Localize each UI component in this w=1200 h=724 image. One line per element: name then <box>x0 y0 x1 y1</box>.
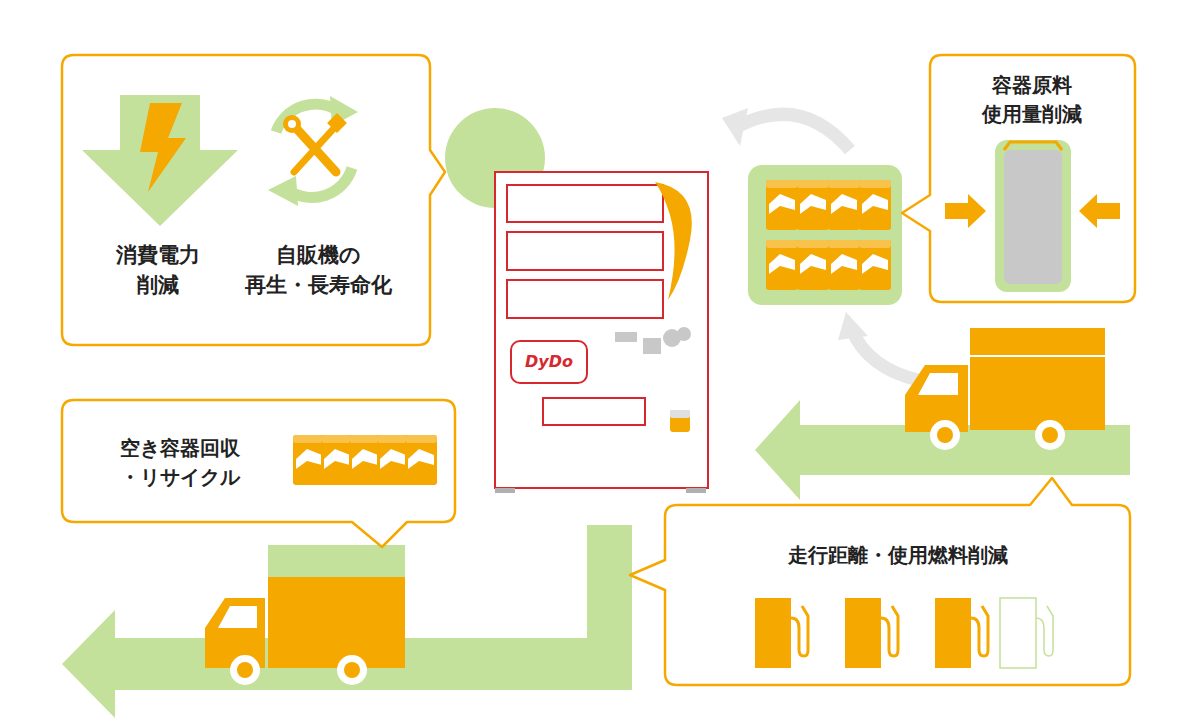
repair-cycle-icon <box>268 176 298 206</box>
vending-machine <box>507 280 663 318</box>
power-down-icon <box>82 95 238 226</box>
container-icon <box>945 194 986 228</box>
logo-text: DyDo <box>525 350 573 373</box>
callout-box: 消費電力 削減自販機の 再生・長寿命化 <box>62 55 430 345</box>
flow-band <box>62 610 115 718</box>
vending-machine <box>495 488 515 493</box>
callout-text: 自販機の 再生・長寿命化 <box>242 240 395 301</box>
collected-cans <box>293 435 437 485</box>
callout-box: 空き容器回収 ・リサイクル <box>62 400 455 522</box>
callout-outline <box>630 478 1130 685</box>
fuel-pumps <box>845 598 898 668</box>
grey-arrowhead <box>722 108 748 146</box>
callout-outline <box>62 55 445 345</box>
can-tray <box>828 240 860 290</box>
collected-cans <box>377 435 409 485</box>
vending-machine <box>495 172 708 488</box>
container-icon <box>995 140 1071 292</box>
vending-machine <box>495 172 708 493</box>
repair-cycle-icon <box>294 126 336 172</box>
can-tray <box>797 180 829 230</box>
collection-truck <box>344 662 360 678</box>
delivery-truck <box>905 365 968 432</box>
repair-cycle-icon <box>283 115 301 133</box>
fuel-pumps <box>1036 606 1053 656</box>
grey-arrow <box>852 330 918 380</box>
delivery-truck <box>1035 420 1065 450</box>
vending-machine <box>655 182 692 300</box>
container-icon <box>1004 142 1062 150</box>
vending-machine <box>615 332 637 342</box>
delivery-truck <box>970 328 1105 430</box>
collected-cans <box>405 435 437 485</box>
brand-logo: DyDo <box>510 340 588 384</box>
container-icon <box>1079 194 1120 228</box>
callout-box: 容器原料 使用量削減 <box>930 55 1135 302</box>
collection-truck <box>268 577 405 668</box>
flow-band <box>755 400 800 500</box>
vending-machine <box>677 327 691 341</box>
vending-machine <box>507 185 663 222</box>
callout-text: 走行距離・使用燃料削減 <box>788 541 1008 570</box>
delivery-truck <box>918 373 958 395</box>
delivery-truck <box>905 328 1105 450</box>
can-tray <box>828 180 860 230</box>
callout-outline <box>62 400 455 522</box>
fuel-pumps <box>755 598 808 668</box>
collection-truck <box>230 655 260 685</box>
collection-truck <box>268 545 405 577</box>
collected-cans <box>321 435 353 485</box>
can-tray <box>859 180 891 230</box>
flow-band <box>800 425 1130 475</box>
container-icon <box>1004 150 1062 284</box>
delivery-truck <box>937 427 953 443</box>
callout-outline <box>665 505 1130 685</box>
can-tray <box>748 165 902 305</box>
power-down-icon <box>140 103 186 192</box>
can-tray <box>859 240 891 290</box>
container-icon <box>945 140 1120 292</box>
can-tray <box>748 165 902 305</box>
fuel-pumps <box>935 598 988 668</box>
callout-box: 走行距離・使用燃料削減 <box>665 505 1130 685</box>
repair-cycle-icon <box>327 113 347 133</box>
collected-cans <box>349 435 381 485</box>
delivery-truck <box>1042 427 1058 443</box>
delivery-truck <box>970 355 1105 357</box>
repair-cycle-icon <box>288 120 296 128</box>
vending-machine <box>670 410 690 432</box>
collection-truck <box>218 606 257 628</box>
callout-text: 空き容器回収 ・リサイクル <box>117 434 243 492</box>
can-tray <box>766 240 798 290</box>
callout-text: 消費電力 削減 <box>113 240 203 301</box>
delivery-truck <box>930 420 960 450</box>
callout-text: 容器原料 使用量削減 <box>979 71 1085 129</box>
vending-machine <box>507 232 663 270</box>
callout-outline <box>62 400 455 547</box>
grey-arrow <box>735 114 918 380</box>
vending-machine <box>670 410 690 418</box>
vending-machine <box>543 398 645 425</box>
collection-truck <box>237 662 253 678</box>
collection-truck <box>205 598 265 668</box>
vending-machine <box>686 488 706 493</box>
collection-truck <box>337 655 367 685</box>
grey-arrowhead <box>838 312 868 340</box>
vending-machine <box>643 338 661 354</box>
repair-cycle-icon <box>268 96 358 206</box>
fuel-pumps <box>755 598 1053 668</box>
grey-arrow <box>735 114 850 150</box>
power-down-icon <box>82 95 238 226</box>
can-tray <box>766 180 798 230</box>
callout-outline <box>62 55 430 345</box>
fuel-pumps <box>1000 598 1036 668</box>
collection-truck <box>205 545 405 685</box>
callout-outline <box>902 55 1135 302</box>
can-tray <box>797 240 829 290</box>
collected-cans <box>293 435 325 485</box>
